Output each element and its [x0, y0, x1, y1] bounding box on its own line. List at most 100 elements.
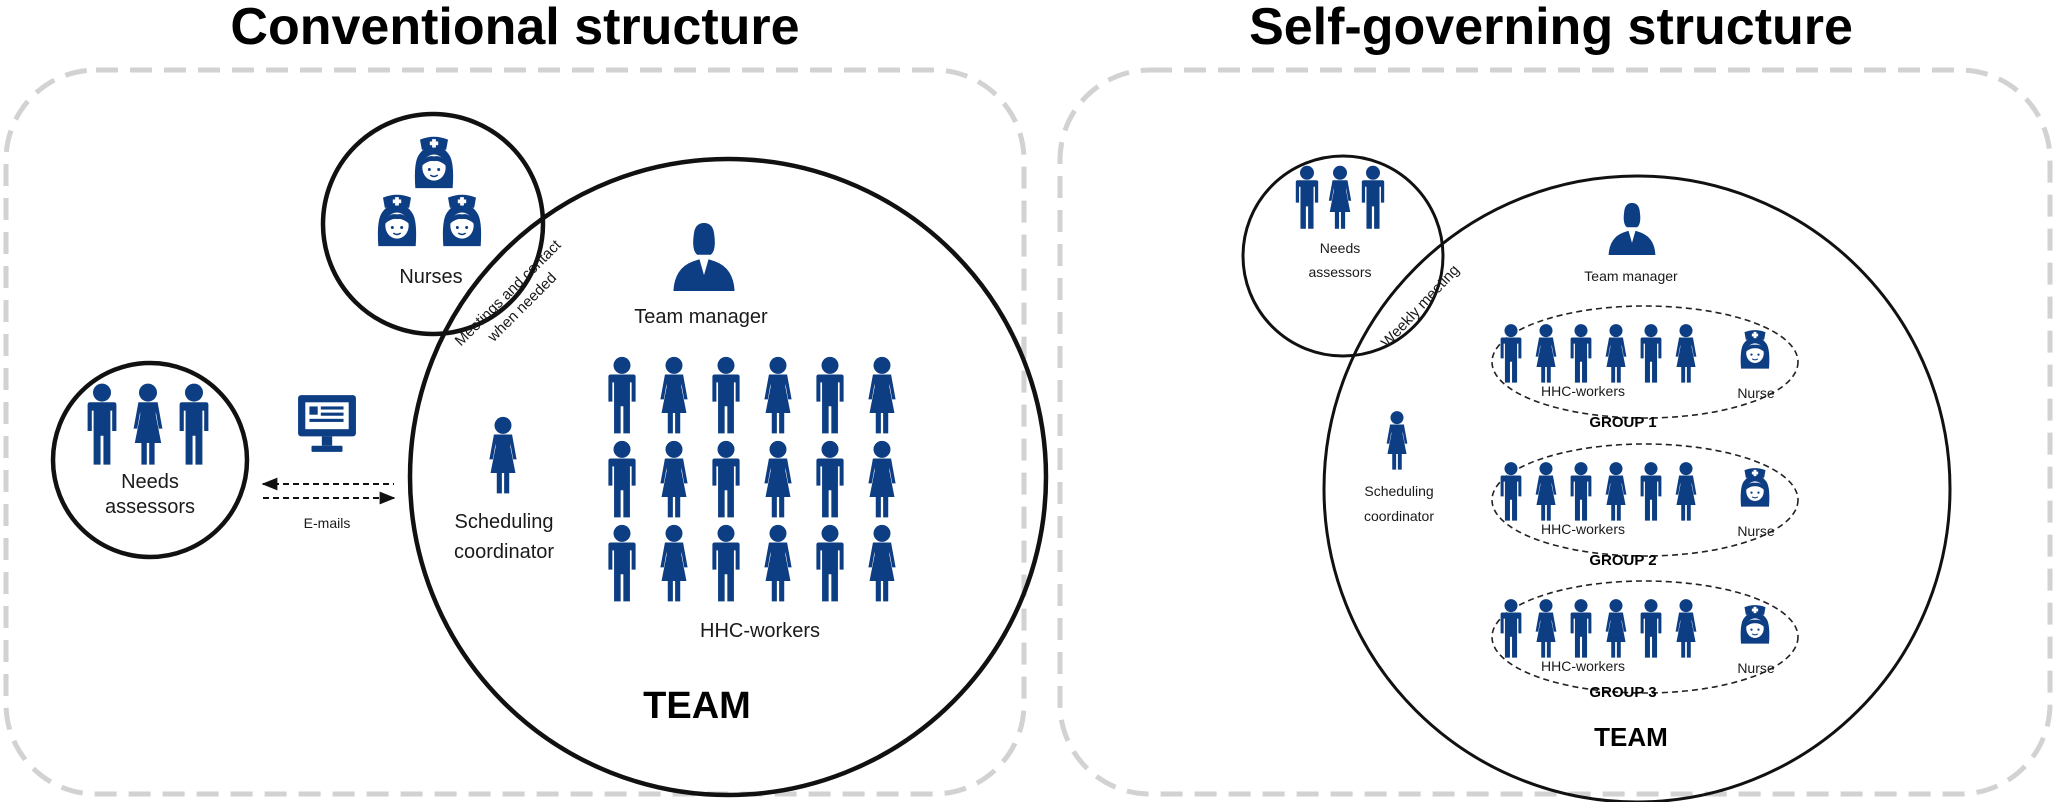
- male-worker-icon: [1640, 462, 1662, 521]
- group-workers: [1500, 462, 1697, 521]
- group-ellipse: [1491, 443, 1799, 557]
- scheduling-label-line2-right: coordinator: [1364, 508, 1434, 524]
- computer-icon: [298, 395, 356, 452]
- nurse-icon: [1740, 467, 1770, 508]
- group-ellipse: [1491, 305, 1799, 419]
- male-worker-icon: [608, 524, 636, 602]
- nurse-icon: [377, 194, 417, 247]
- female-worker-icon: [660, 356, 688, 434]
- scheduling-label-line1-left: Scheduling: [455, 511, 554, 533]
- male-worker-icon: [816, 440, 844, 518]
- nurse-icon: [414, 136, 454, 189]
- male-worker-icon: [1570, 599, 1592, 658]
- female-worker-icon: [660, 524, 688, 602]
- male-worker-icon: [1640, 324, 1662, 383]
- group-ellipse: [1491, 580, 1799, 694]
- female-worker-icon: [764, 356, 792, 434]
- male-worker-icon: [1361, 165, 1385, 229]
- manager-icon: [673, 223, 735, 291]
- female-worker-icon: [1675, 599, 1697, 658]
- nurse-icon: [1740, 604, 1770, 645]
- female-worker-icon: [1535, 324, 1557, 383]
- team-label-right: TEAM: [1594, 722, 1668, 752]
- male-worker-icon: [1500, 462, 1522, 521]
- male-worker-icon: [608, 356, 636, 434]
- male-worker-icon: [712, 524, 740, 602]
- team-label-left: TEAM: [643, 685, 751, 727]
- panel-border-left: [3, 67, 1027, 797]
- emails-label: E-mails: [304, 515, 351, 531]
- male-worker-icon: [608, 440, 636, 518]
- overlap-label-right: Weekly meeting: [1378, 262, 1463, 351]
- female-worker-icon: [133, 383, 163, 465]
- group-3: HHC-workers Nurse GROUP 3: [1491, 580, 1799, 701]
- male-worker-icon: [179, 383, 209, 465]
- needs-assessors-circle-right: [1241, 154, 1445, 358]
- conventional-structure-panel: Conventional structure Nurses Meetings a…: [3, 0, 1049, 798]
- female-worker-icon: [1328, 165, 1352, 229]
- hhc-workers-label-left: HHC-workers: [700, 620, 820, 642]
- self-governing-structure-panel: Self-governing structure Needs assessors…: [1057, 0, 2053, 802]
- female-worker-icon: [764, 524, 792, 602]
- manager-icon: [1608, 203, 1656, 255]
- female-worker-icon: [868, 356, 896, 434]
- scheduling-label-line1-right: Scheduling: [1364, 483, 1433, 499]
- female-worker-icon: [1605, 462, 1627, 521]
- group-workers: [1500, 599, 1697, 658]
- female-worker-icon: [1675, 462, 1697, 521]
- nurses-circle: [320, 111, 546, 337]
- male-worker-icon: [1640, 599, 1662, 658]
- female-worker-icon: [1675, 324, 1697, 383]
- male-worker-icon: [816, 356, 844, 434]
- male-worker-icon: [87, 383, 117, 465]
- needs-label-line2-left: assessors: [105, 496, 195, 518]
- nurses-label: Nurses: [399, 266, 462, 288]
- male-worker-icon: [1500, 599, 1522, 658]
- female-worker-icon: [764, 440, 792, 518]
- group-nurse-label: Nurse: [1737, 523, 1775, 539]
- hhc-workers-grid-left: [608, 356, 896, 602]
- female-worker-icon: [1535, 462, 1557, 521]
- group-workers-label: HHC-workers: [1541, 383, 1625, 399]
- female-worker-icon: [660, 440, 688, 518]
- nurses-icons: [377, 136, 482, 247]
- team-circle-right: [1322, 174, 1952, 802]
- panel-title-right: Self-governing structure: [1249, 0, 1853, 56]
- group-name-label: GROUP 1: [1589, 414, 1656, 431]
- female-worker-icon: [1605, 324, 1627, 383]
- scheduling-label-line2-left: coordinator: [454, 541, 554, 563]
- female-worker-icon: [1535, 599, 1557, 658]
- group-nurse-label: Nurse: [1737, 660, 1775, 676]
- nurse-icon: [442, 194, 482, 247]
- male-worker-icon: [1295, 165, 1319, 229]
- female-worker-icon: [868, 440, 896, 518]
- needs-assessors-circle-left: [50, 360, 250, 560]
- team-manager-label-right: Team manager: [1584, 268, 1678, 284]
- male-worker-icon: [1500, 324, 1522, 383]
- needs-label-line1-left: Needs: [121, 471, 179, 493]
- male-worker-icon: [712, 440, 740, 518]
- group-name-label: GROUP 2: [1589, 552, 1656, 569]
- needs-label-line2-right: assessors: [1308, 264, 1371, 280]
- group-1: HHC-workers Nurse GROUP 1: [1491, 305, 1799, 431]
- group-workers-label: HHC-workers: [1541, 521, 1625, 537]
- team-circle-left: [407, 156, 1049, 798]
- female-worker-icon: [868, 524, 896, 602]
- male-worker-icon: [1570, 462, 1592, 521]
- male-worker-icon: [816, 524, 844, 602]
- group-name-label: GROUP 3: [1589, 684, 1656, 701]
- female-worker-icon: [489, 416, 517, 494]
- needs-assessors-icons-left: [87, 383, 209, 465]
- female-worker-icon: [1605, 599, 1627, 658]
- male-worker-icon: [1570, 324, 1592, 383]
- needs-label-line1-right: Needs: [1320, 240, 1360, 256]
- group-workers: [1500, 324, 1697, 383]
- group-2: HHC-workers Nurse GROUP 2: [1491, 443, 1799, 569]
- group-workers-label: HHC-workers: [1541, 658, 1625, 674]
- panel-title-left: Conventional structure: [230, 0, 799, 56]
- panel-border-right: [1057, 67, 2053, 797]
- needs-assessors-icons-right: [1295, 165, 1385, 229]
- nurse-icon: [1740, 329, 1770, 370]
- team-manager-label-left: Team manager: [634, 306, 768, 328]
